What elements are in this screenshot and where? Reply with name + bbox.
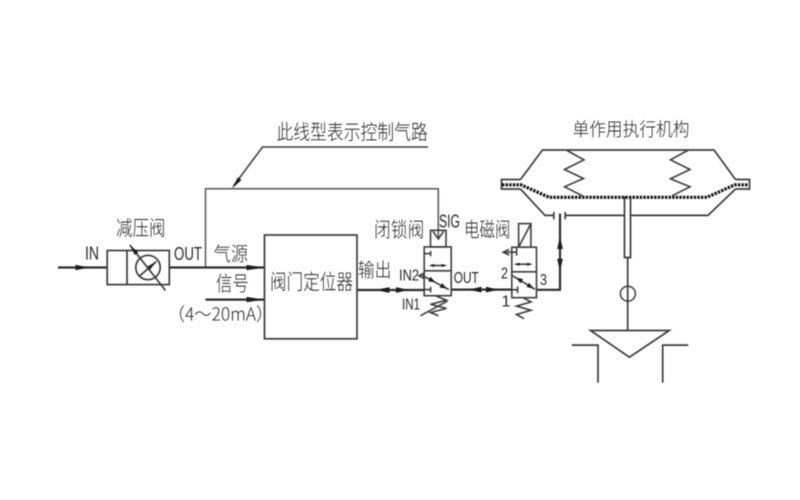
svg-text:IN1: IN1 (402, 297, 420, 314)
svg-text:3: 3 (540, 272, 547, 289)
svg-text:SIG: SIG (439, 212, 460, 232)
svg-text:1: 1 (502, 294, 511, 311)
svg-text:OUT: OUT (454, 270, 479, 287)
svg-text:IN: IN (85, 244, 99, 264)
svg-text:OUT: OUT (174, 244, 202, 264)
svg-text:IN2: IN2 (399, 268, 419, 285)
svg-text:2: 2 (501, 266, 508, 283)
